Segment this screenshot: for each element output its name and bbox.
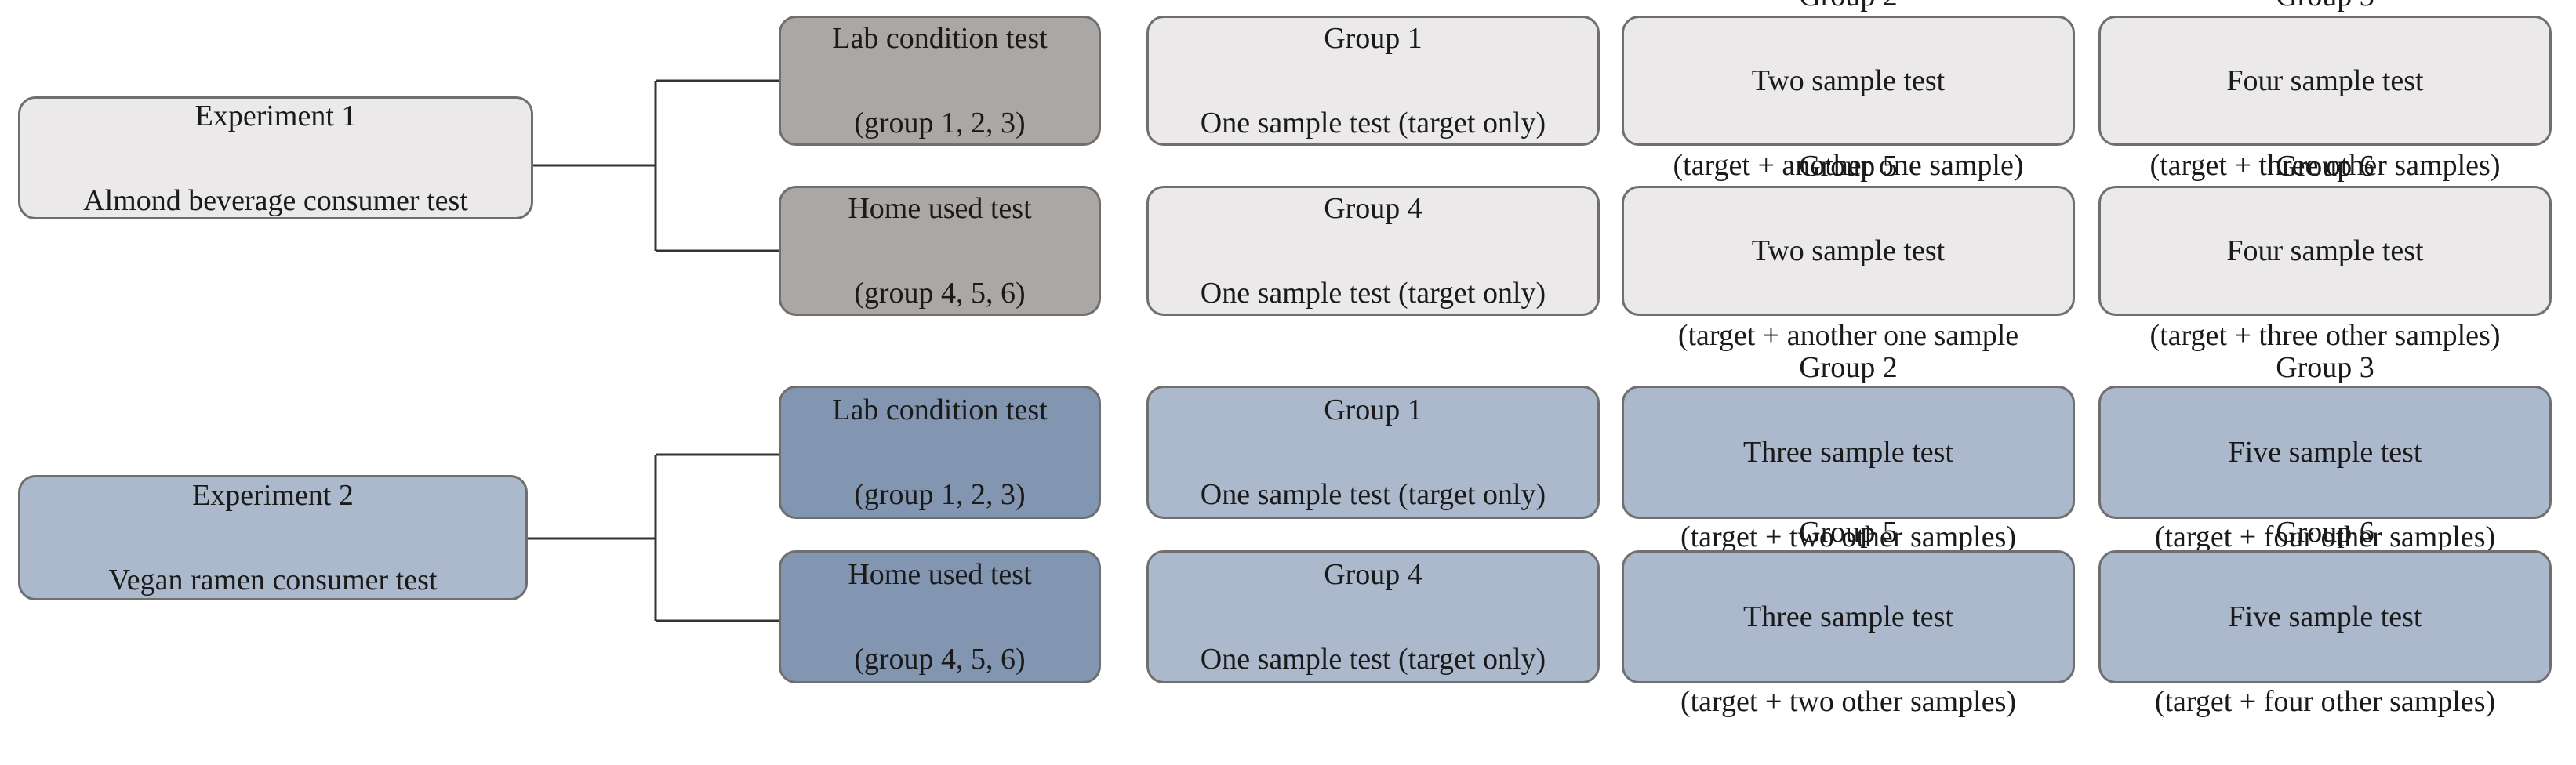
group-title: Group 6 xyxy=(2276,150,2374,183)
condition-title: Lab condition test xyxy=(832,393,1048,426)
experiment-2-lab-condition-box: Lab condition test (group 1, 2, 3) xyxy=(779,386,1101,519)
experiment-design-diagram: Experiment 1 Almond beverage consumer te… xyxy=(18,0,2552,718)
group-test-detail: (target + three other samples) xyxy=(2149,149,2501,182)
condition-groups-label: (group 1, 2, 3) xyxy=(854,478,1026,511)
group-test-type: One sample test (target only) xyxy=(1200,478,1546,511)
group-test-type: One sample test (target only) xyxy=(1200,107,1546,140)
group-title: Group 4 xyxy=(1324,558,1422,591)
experiment-2-group-1-box: Group 1 One sample test (target only) xyxy=(1146,386,1600,519)
group-test-type: Two sample test xyxy=(1751,234,1946,267)
group-title: Group 5 xyxy=(1799,516,1898,549)
group-test-detail: (target + two other samples) xyxy=(1680,685,2017,718)
experiment-1-group-2-box: Group 2 Two sample test (target + anothe… xyxy=(1622,0,2075,182)
condition-title: Home used test xyxy=(848,192,1032,225)
condition-groups-label: (group 1, 2, 3) xyxy=(854,107,1026,140)
experiment-2-group-5-box: Group 5 Three sample test (target + two … xyxy=(1622,516,2075,718)
group-title: Group 1 xyxy=(1324,393,1422,426)
group-test-detail: (target + four other samples) xyxy=(2154,520,2496,553)
experiment-1-title: Experiment 1 xyxy=(194,99,357,132)
group-title: Group 3 xyxy=(2149,0,2500,17)
experiment-1-group-4-box: Group 4 One sample test (target only) xyxy=(1146,186,1600,316)
condition-title: Lab condition test xyxy=(832,22,1048,55)
group-title: Group 5 xyxy=(1799,150,1898,183)
experiment-2-group-3-box: Group 3 Five sample test (target + four … xyxy=(2098,351,2552,553)
experiment-2-group-4-box: Group 4 One sample test (target only) xyxy=(1146,550,1600,683)
experiment-2-title: Experiment 2 xyxy=(192,479,354,512)
group-title: Group 2 xyxy=(1673,0,2023,17)
group-test-type: One sample test (target only) xyxy=(1200,643,1546,676)
group-test-type: Five sample test xyxy=(2228,600,2422,633)
group-test-type: Five sample test xyxy=(2228,436,2422,469)
condition-title: Home used test xyxy=(848,558,1032,591)
group-test-detail: (target + two other samples) xyxy=(1680,520,2017,553)
group-test-detail: (target + another one sample xyxy=(1677,319,2019,352)
connector-lines xyxy=(528,79,779,622)
experiment-2-box: Experiment 2 Vegan ramen consumer test xyxy=(18,475,528,600)
group-test-type: Four sample test xyxy=(2226,64,2424,97)
condition-groups-label: (group 4, 5, 6) xyxy=(854,277,1026,310)
group-title: Group 4 xyxy=(1324,192,1422,225)
experiment-2-group-6-box: Group 6 Five sample test (target + four … xyxy=(2098,516,2552,718)
group-title: Group 3 xyxy=(2276,351,2374,384)
experiment-1-group-3-box: Group 3 Four sample test (target + three… xyxy=(2098,0,2552,182)
group-test-detail: (target + four other samples) xyxy=(2154,685,2496,718)
experiment-1-lab-condition-box: Lab condition test (group 1, 2, 3) xyxy=(779,16,1101,146)
experiment-1-home-use-box: Home used test (group 4, 5, 6) xyxy=(779,186,1101,316)
group-test-type: Two sample test xyxy=(1751,64,1946,97)
experiment-2-home-use-box: Home used test (group 4, 5, 6) xyxy=(779,550,1101,683)
experiment-1-box: Experiment 1 Almond beverage consumer te… xyxy=(18,96,533,219)
group-test-type: Three sample test xyxy=(1742,600,1953,633)
group-title: Group 6 xyxy=(2276,516,2374,549)
group-title: Group 1 xyxy=(1324,22,1422,55)
experiment-1-group-6-box: Group 6 Four sample test (target + three… xyxy=(2098,150,2552,352)
experiment-1-group-5-box: Group 5 Two sample test (target + anothe… xyxy=(1622,150,2075,352)
experiment-1-group-1-box: Group 1 One sample test (target only) xyxy=(1146,16,1600,146)
experiment-1-subtitle: Almond beverage consumer test xyxy=(83,183,468,217)
experiment-2-subtitle: Vegan ramen consumer test xyxy=(108,564,438,596)
group-test-type: One sample test (target only) xyxy=(1200,277,1546,310)
group-test-detail: (target + another one sample) xyxy=(1673,149,2024,182)
condition-groups-label: (group 4, 5, 6) xyxy=(854,643,1026,676)
experiment-2-group-2-box: Group 2 Three sample test (target + two … xyxy=(1622,351,2075,553)
group-test-type: Three sample test xyxy=(1742,436,1953,469)
group-test-detail: (target + three other samples) xyxy=(2149,319,2501,352)
group-title: Group 2 xyxy=(1799,351,1898,384)
group-test-type: Four sample test xyxy=(2226,234,2424,267)
